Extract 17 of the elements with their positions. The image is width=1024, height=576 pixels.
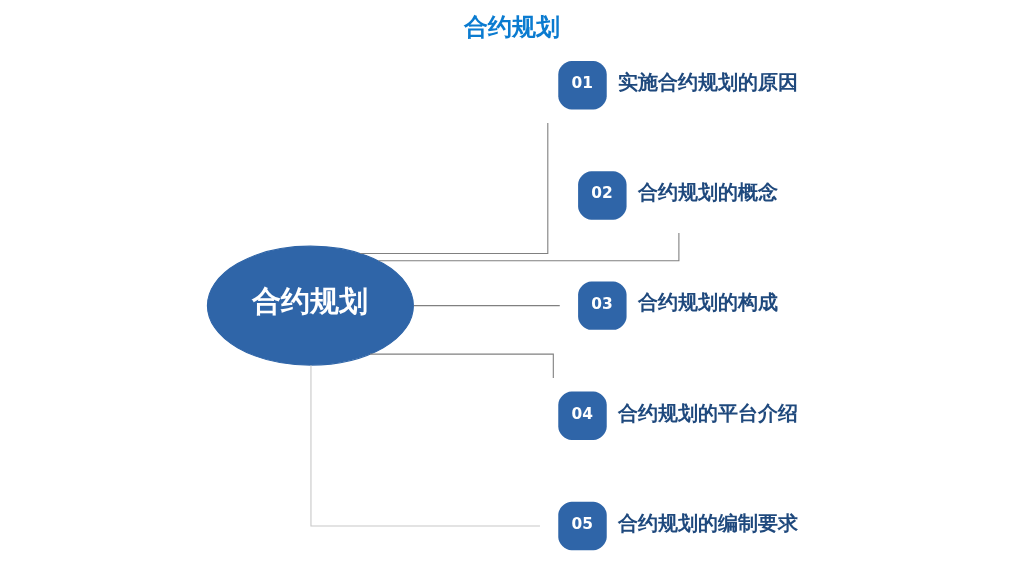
node-box: 01 xyxy=(558,61,607,110)
node-label: 合约规划的概念 xyxy=(637,181,778,205)
node-ellipse: 合约规划 xyxy=(206,245,414,366)
node-label: 合约规划的编制要求 xyxy=(617,511,798,535)
node-box: 03 xyxy=(578,281,627,330)
connector xyxy=(377,232,680,262)
connector xyxy=(369,353,554,379)
node-box: 02 xyxy=(578,171,627,220)
node-label: 合约规划的平台介绍 xyxy=(617,401,798,425)
diagram-title: 合约规划 xyxy=(463,13,560,42)
connector xyxy=(310,364,541,527)
connector xyxy=(359,122,549,255)
connector xyxy=(413,305,561,307)
node-box: 05 xyxy=(558,501,607,551)
node-box: 04 xyxy=(558,391,607,440)
node-label: 合约规划的构成 xyxy=(637,291,778,315)
node-label: 实施合约规划的原因 xyxy=(617,71,798,95)
